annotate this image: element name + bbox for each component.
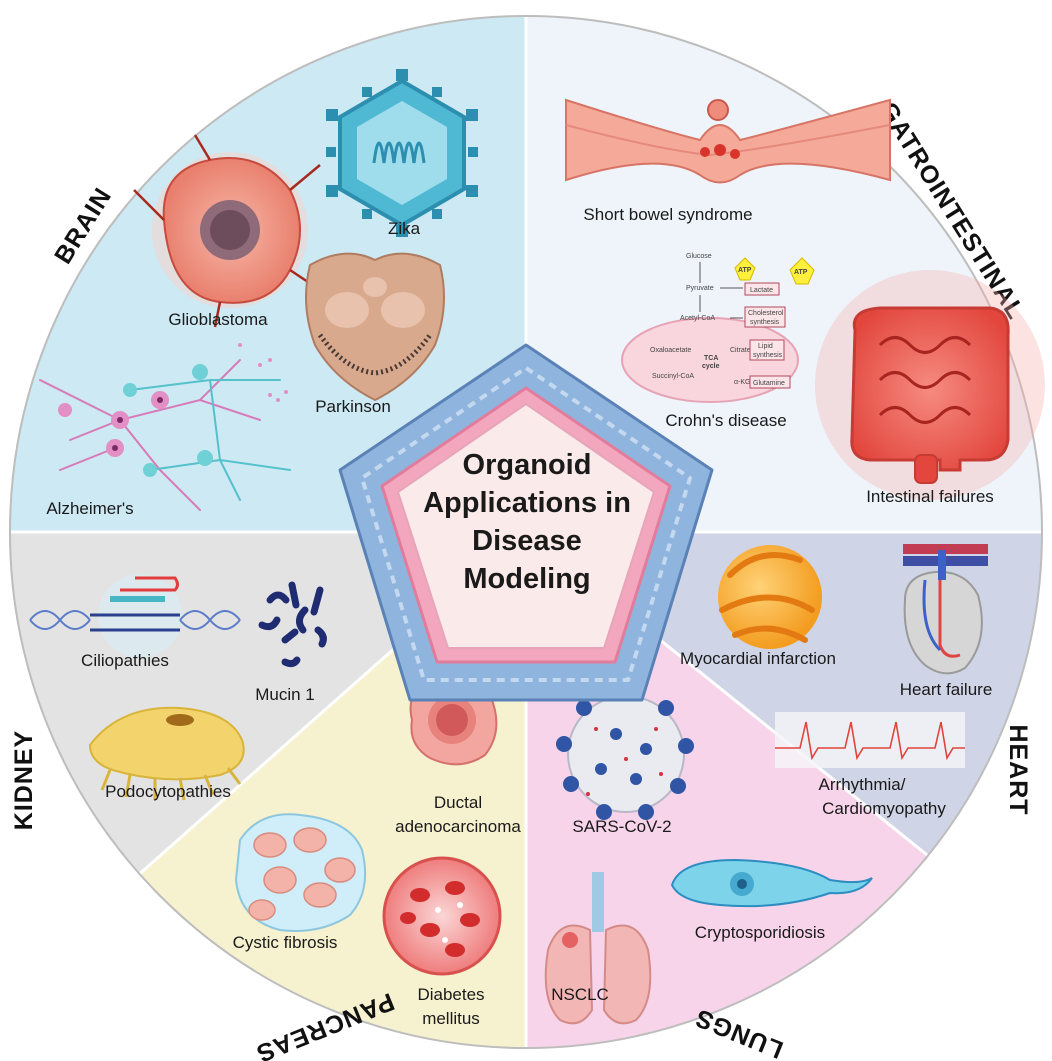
label-mi: Myocardial infarction: [680, 649, 836, 668]
label-ductal1: Ductal: [434, 793, 482, 812]
label-nsclc: NSCLC: [551, 985, 609, 1004]
lungs-icon: [544, 872, 652, 1025]
metab-cholesterol1: Cholesterol: [748, 310, 784, 317]
label-dm1: Diabetes: [417, 985, 484, 1004]
label-mucin: Mucin 1: [255, 685, 315, 704]
metab-tca1: TCA: [704, 355, 718, 362]
organoid-ring-icon: [338, 343, 714, 702]
cryptosporidium-icon: [670, 858, 873, 908]
center-line-3: Disease: [472, 525, 582, 557]
label-dm2: mellitus: [422, 1009, 480, 1028]
label-ductal2: adenocarcinoma: [395, 817, 521, 836]
metab-succinyl: Succinyl-CoA: [652, 373, 694, 380]
metab-akg: α-KG: [734, 379, 751, 386]
glioblastoma-cell-icon: [133, 134, 321, 328]
label-glioblastoma: Glioblastoma: [168, 310, 268, 329]
metab-lipid1: Lipid: [758, 343, 773, 350]
label-crohns: Crohn's disease: [665, 411, 786, 430]
metab-citrate: Citrate: [730, 347, 751, 354]
zika-virus-icon: [326, 69, 478, 237]
metab-glucose: Glucose: [686, 253, 712, 260]
intestine-icon: [815, 270, 1045, 500]
label-crypto: Cryptosporidiosis: [695, 923, 825, 942]
neuron-network-icon: [39, 343, 291, 511]
label-zika: Zika: [388, 219, 421, 238]
label-hf: Heart failure: [900, 680, 993, 699]
short-bowel-icon: [565, 98, 891, 184]
label-short-bowel: Short bowel syndrome: [583, 205, 752, 224]
metab-atp-1: ATP: [738, 267, 752, 274]
center-line-2: Applications in: [423, 487, 631, 519]
myocardium-sphere-icon: [718, 545, 822, 649]
label-alzheimers: Alzheimer's: [46, 499, 133, 518]
cystic-tissue-icon: [234, 813, 367, 932]
metab-oxaloacetate: Oxaloacetate: [650, 347, 691, 354]
label-cf: Cystic fibrosis: [233, 933, 338, 952]
heart-icon: [903, 544, 988, 675]
metab-cholesterol2: synthesis: [750, 319, 780, 326]
label-arr2: Cardiomyopathy: [822, 799, 946, 818]
label-podo: Podocytopathies: [105, 782, 231, 801]
metab-tca2: cycle: [702, 363, 720, 370]
label-parkinson: Parkinson: [315, 397, 391, 416]
mucin-icon: [258, 581, 327, 668]
ecg-icon: [775, 712, 965, 768]
sector-kidney: [10, 532, 526, 1048]
label-cilio: Ciliopathies: [81, 651, 169, 670]
islet-icon: [382, 856, 502, 976]
metab-lipid2: synthesis: [753, 352, 783, 359]
metab-atp-2: ATP: [794, 269, 808, 276]
center-title: Organoid Applications in Disease Modelin…: [423, 449, 631, 595]
center-line-1: Organoid: [463, 449, 592, 481]
label-arr1: Arrhythmia/: [819, 775, 906, 794]
metab-lactate: Lactate: [750, 287, 773, 294]
label-intestinal: Intestinal failures: [866, 487, 994, 506]
metab-acetyl: Acetyl-CoA: [680, 315, 715, 322]
title-lungs: LUNGS: [691, 1003, 787, 1061]
dna-icon: [29, 574, 241, 658]
title-kidney: KIDNEY: [10, 730, 38, 830]
metabolism-diagram: Glucose Pyruvate Acetyl-CoA Oxaloacetate…: [621, 253, 815, 403]
label-sars: SARS-CoV-2: [572, 817, 671, 836]
podocyte-icon: [88, 706, 245, 801]
center-line-4: Modeling: [463, 563, 590, 595]
metab-pyruvate: Pyruvate: [686, 285, 714, 292]
brain-section-icon: [305, 252, 445, 402]
metab-glutamine: Glutamine: [753, 380, 785, 387]
title-heart: HEART: [1004, 724, 1032, 815]
